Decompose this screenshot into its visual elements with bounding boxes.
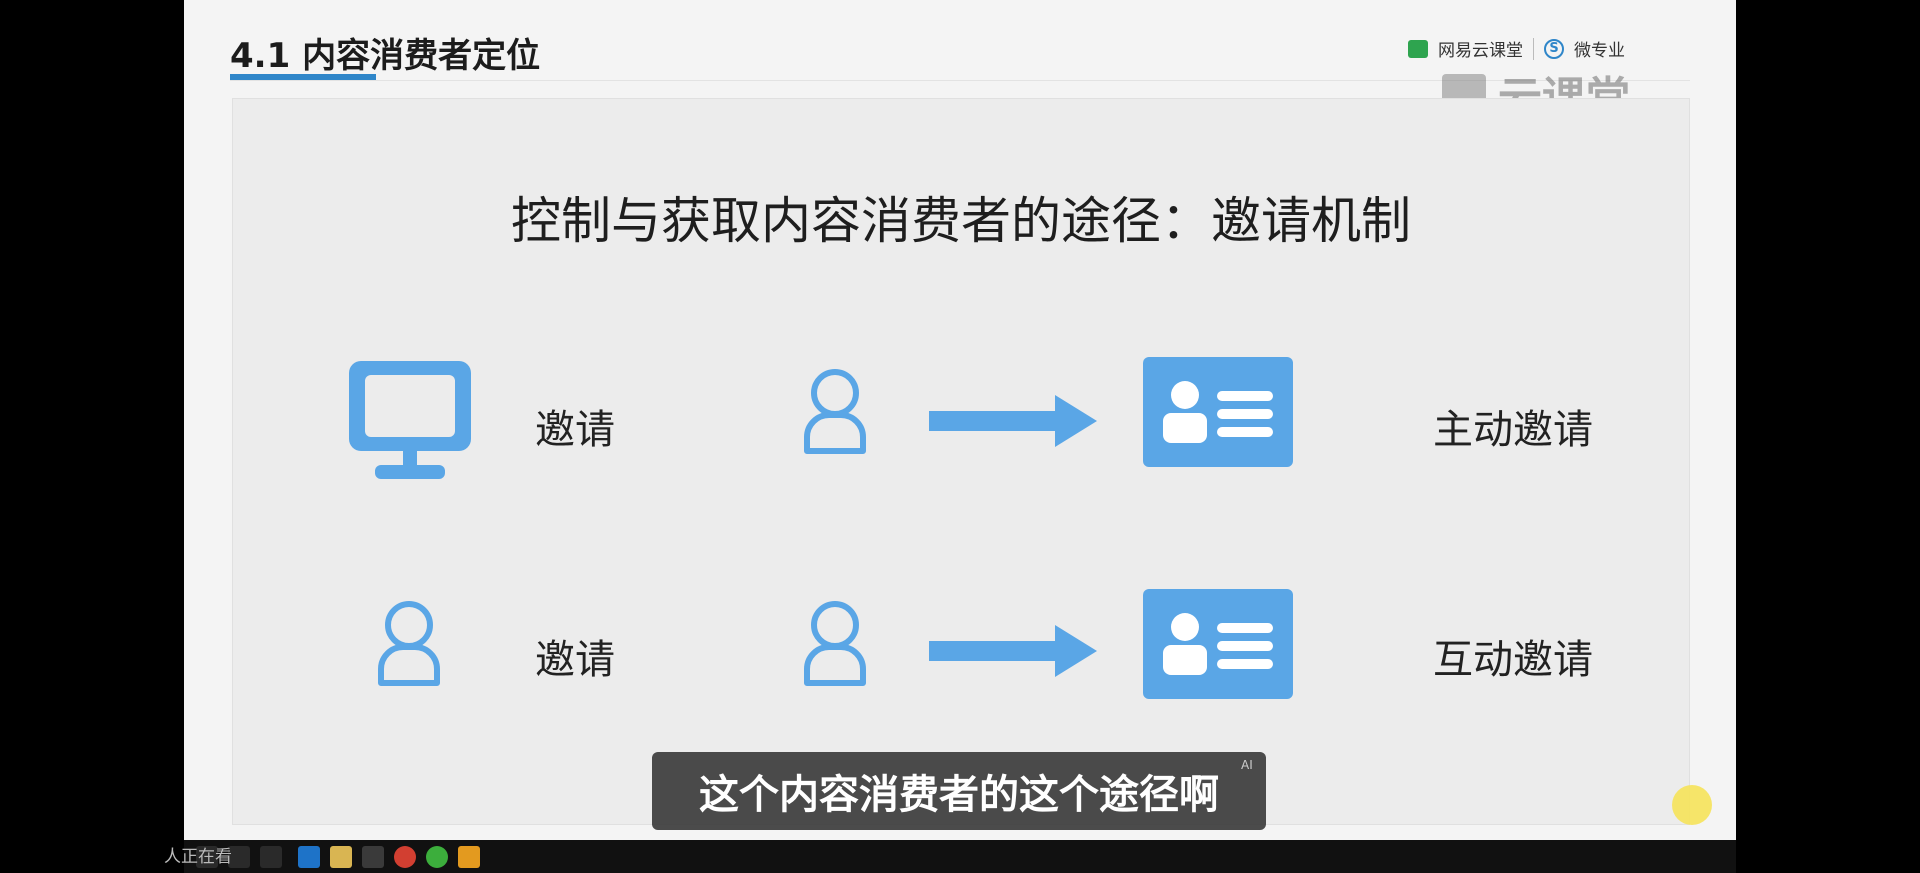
arrow-right-icon bbox=[929, 625, 1097, 677]
micro-major-label: 微专业 bbox=[1574, 41, 1625, 61]
ai-badge: AI bbox=[1241, 758, 1253, 772]
chrome-icon[interactable] bbox=[394, 846, 416, 868]
user-icon bbox=[804, 369, 866, 454]
netease-brand-label: 网易云课堂 bbox=[1438, 41, 1523, 61]
id-card-icon bbox=[1143, 589, 1293, 699]
app-icon[interactable] bbox=[426, 846, 448, 868]
row1-left-label: 邀请 bbox=[535, 407, 615, 453]
row1-right-label: 主动邀请 bbox=[1433, 407, 1593, 453]
panel-heading: 控制与获取内容消费者的途径：邀请机制 bbox=[511, 192, 1411, 250]
viewer-count: 人正在看 bbox=[164, 847, 232, 867]
row2-left-label: 邀请 bbox=[535, 637, 615, 683]
file-explorer-icon[interactable] bbox=[330, 846, 352, 868]
content-panel: 控制与获取内容消费者的途径：邀请机制 邀请 主动邀请 bbox=[232, 98, 1690, 825]
slide: 4.1 内容消费者定位 网易云课堂 S 微专业 云课堂 控制与获取内容消费者的途… bbox=[184, 0, 1736, 840]
slide-title: 4.1 内容消费者定位 bbox=[230, 36, 541, 76]
store-icon[interactable] bbox=[362, 846, 384, 868]
taskbar bbox=[184, 840, 1736, 873]
task-view-icon[interactable] bbox=[260, 846, 282, 868]
monitor-icon bbox=[349, 361, 471, 479]
user-icon bbox=[804, 601, 866, 686]
windows-start-icon[interactable] bbox=[196, 846, 218, 868]
user-icon bbox=[378, 601, 440, 686]
pointer-highlight bbox=[1672, 785, 1712, 825]
row2-right-label: 互动邀请 bbox=[1433, 637, 1593, 683]
micro-major-icon: S bbox=[1544, 38, 1564, 59]
edge-browser-icon[interactable] bbox=[298, 846, 320, 868]
title-underline bbox=[230, 74, 376, 80]
netease-cloud-icon bbox=[1408, 39, 1428, 58]
brand-row: 网易云课堂 S 微专业 bbox=[1408, 36, 1625, 61]
search-icon[interactable] bbox=[228, 846, 250, 868]
id-card-icon bbox=[1143, 357, 1293, 467]
subtitle-caption: 这个内容消费者的这个途径啊 bbox=[652, 752, 1266, 830]
presentation-app-icon[interactable] bbox=[458, 846, 480, 868]
arrow-right-icon bbox=[929, 395, 1097, 447]
title-rule bbox=[230, 80, 1690, 81]
brand-divider bbox=[1533, 37, 1534, 60]
